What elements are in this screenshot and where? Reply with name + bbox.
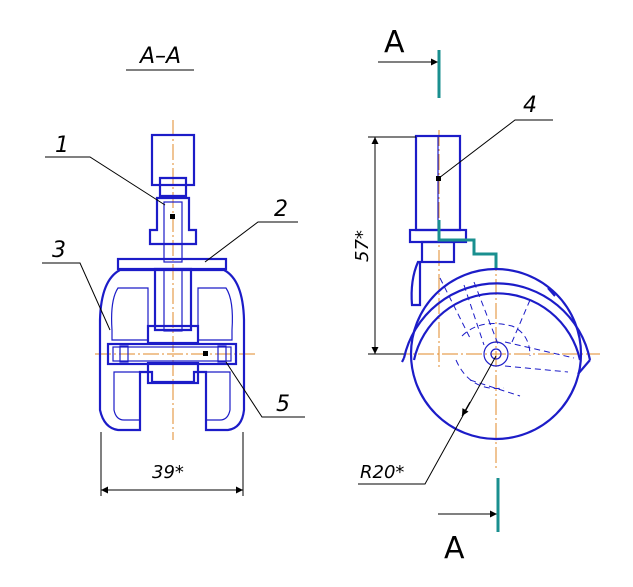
hidden-line-5 [504,365,569,373]
callout-2: 2 [274,197,288,222]
callout-1: 1 [55,133,69,158]
height-dimension-label: 57* [352,230,373,262]
section-view: A–A 1 [42,44,305,496]
section-mark-bottom: A [444,531,465,566]
axle-cap-right [217,345,227,363]
pin-shaft [163,201,183,263]
fork-side-body [410,260,422,307]
hidden-arc-1 [461,323,531,357]
stem-side-marker [436,176,441,181]
cavity-left-top [111,287,149,341]
callout-5: 5 [276,392,290,417]
fork-housing-3 [98,268,246,432]
hidden-line-7 [511,299,531,343]
hidden-line-1 [463,284,485,346]
axle-part-5 [106,342,238,366]
stem-body [150,133,196,187]
callout-4: 4 [523,93,537,118]
section-mark-top: A [384,25,405,60]
guard-end-left [401,357,405,363]
cavity-left-bottom [113,371,141,421]
hidden-line-3 [439,277,471,339]
hidden-line-4 [504,341,575,359]
leader-2 [204,221,298,263]
wheel-hub-outer [483,341,509,367]
section-title: A–A [138,44,181,69]
stem-neck [158,176,188,198]
width-dimension-label: 39* [152,462,184,483]
hidden-arc-2 [455,359,505,389]
cavity-right-top [197,287,233,341]
cavity-right-bottom [205,371,231,421]
pin-marker [170,214,175,219]
leader-5 [225,361,305,418]
pin-part-1 [148,196,198,246]
partial-section-step [437,220,498,268]
leader-1 [45,156,166,206]
guard-rib [547,287,556,297]
radius-dimension-label: R20* [360,462,404,483]
radius-leader [358,355,497,485]
mount-plate-2 [116,257,228,271]
axle-cap-left [119,345,129,363]
radius-arrow [461,401,471,417]
leader-3 [42,262,111,331]
wheel-hub-inner [490,348,502,360]
hidden-line-6 [469,379,521,397]
side-view: A A [352,25,600,566]
axle-marker [203,351,208,356]
neck-side [420,240,456,264]
leader-4 [438,119,553,179]
guard-inner-arc [412,292,582,361]
hidden-line-2 [473,281,499,345]
wheel-outline [409,267,583,441]
callout-3: 3 [52,238,66,263]
axle-inner [112,346,232,362]
